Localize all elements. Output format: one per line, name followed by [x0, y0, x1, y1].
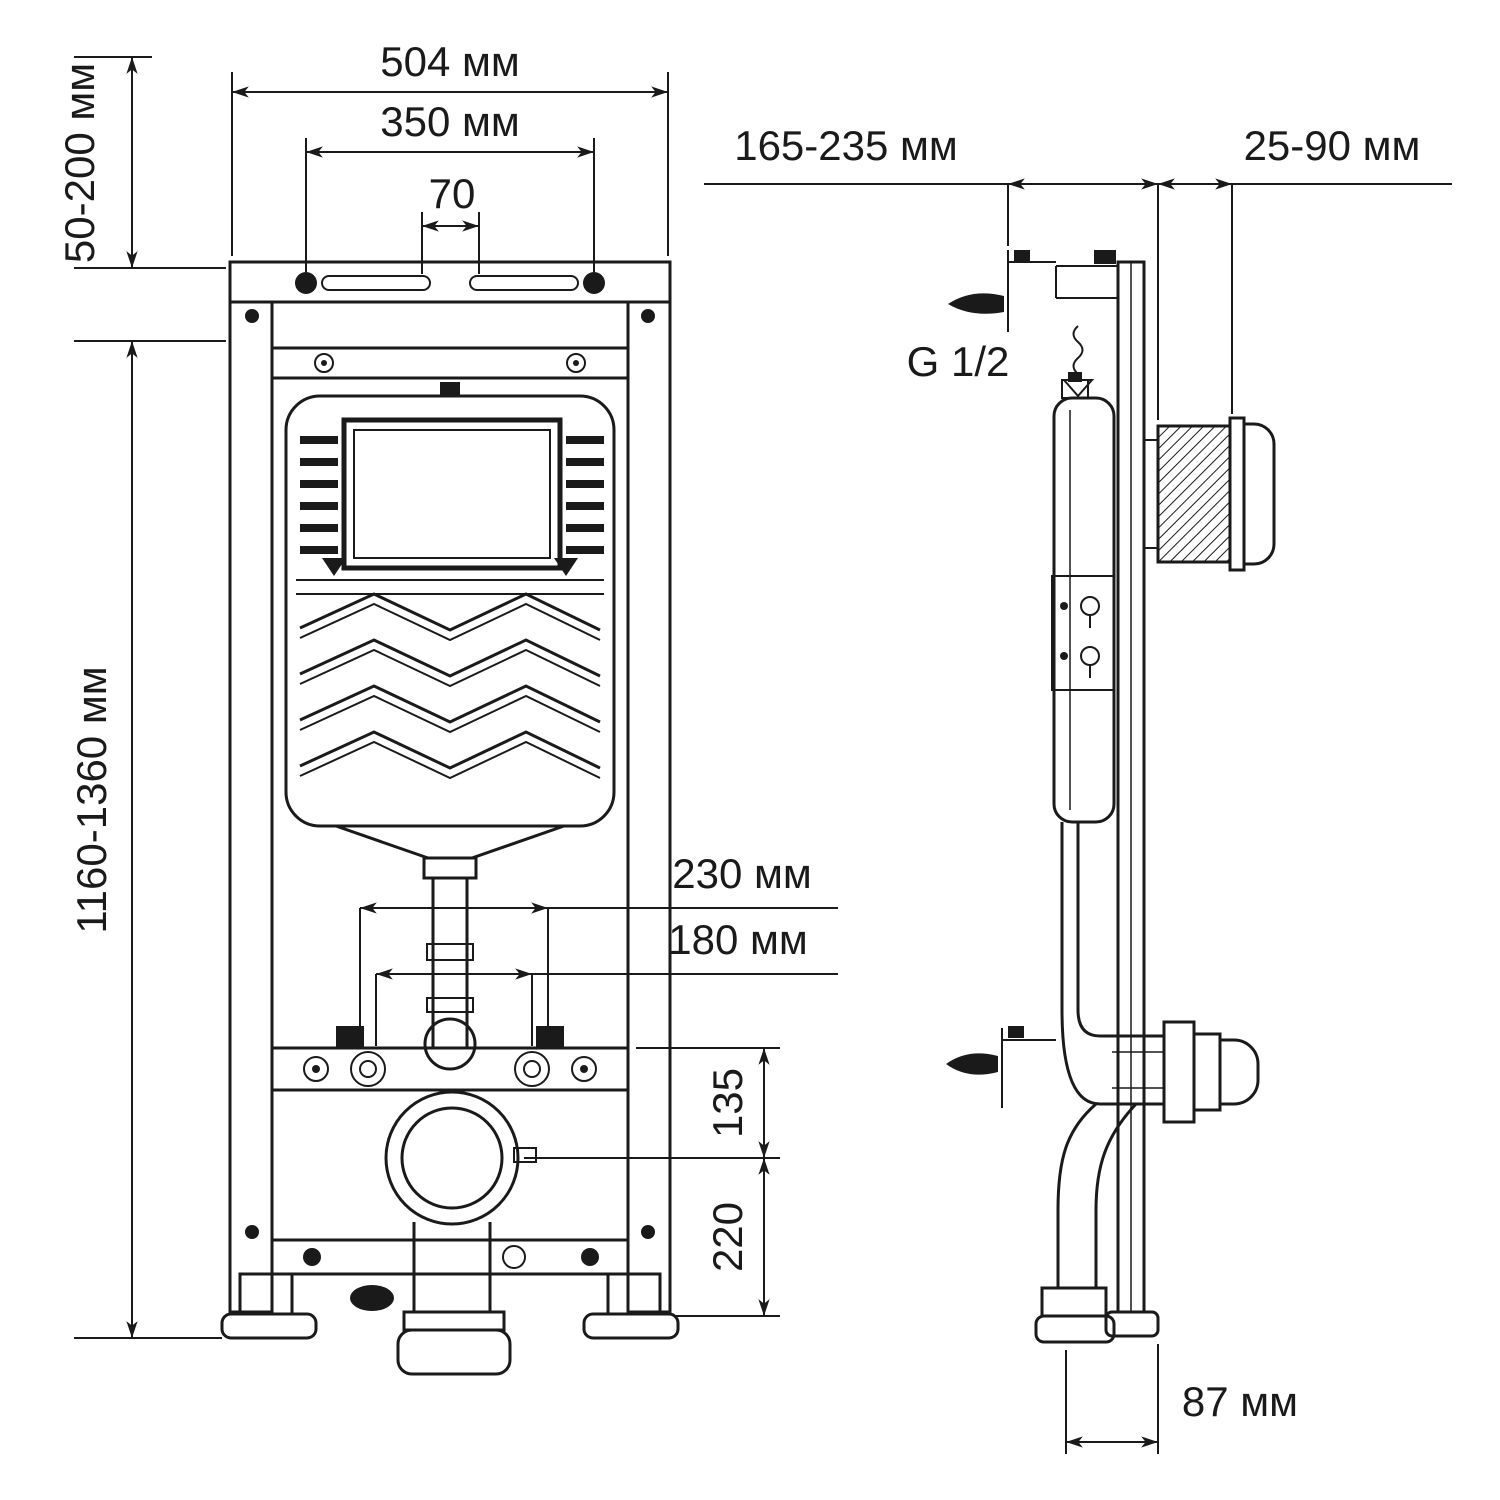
dim-label-165-235: 165-235 мм — [734, 122, 958, 169]
dim-label-135: 135 — [704, 1068, 751, 1138]
frame-feet — [220, 1272, 680, 1340]
dim-label-25-90: 25-90 мм — [1244, 122, 1421, 169]
frame-rails — [228, 300, 672, 1314]
dim-label-504: 504 мм — [380, 38, 520, 85]
dim-135: 135 — [524, 1047, 780, 1159]
elbow-pipe — [1056, 1102, 1097, 1288]
cistern-tank — [284, 382, 616, 860]
dim-label-87: 87 мм — [1182, 1378, 1298, 1425]
thread-label: G 1/2 — [907, 338, 1010, 385]
top-mounting-bar — [228, 260, 672, 323]
water-supply-valve-bottom — [946, 1026, 1056, 1108]
dim-label-1160-1360: 1160-1360 мм — [68, 666, 115, 933]
keyhole-bracket — [1051, 575, 1115, 691]
dim-504: 504 мм — [231, 38, 669, 256]
dim-label-70: 70 — [429, 170, 476, 217]
dim-180: 180 мм — [375, 916, 838, 1046]
dim-label-230: 230 мм — [672, 850, 812, 897]
dim-label-180: 180 мм — [668, 916, 808, 963]
access-panel — [341, 417, 563, 571]
dim-1160-1360: 1160-1360 мм — [68, 340, 226, 1339]
wave-pattern — [299, 592, 601, 780]
dim-87: 87 мм — [1065, 1344, 1298, 1454]
dim-25-90: 25-90 мм — [1158, 122, 1452, 414]
dim-165-235: 165-235 мм — [704, 122, 1159, 420]
triangle-mark-left — [322, 558, 346, 576]
louvres — [300, 436, 604, 554]
bottom-bar — [245, 1225, 655, 1311]
triangle-mark-right — [554, 558, 578, 576]
dim-70: 70 — [421, 170, 480, 274]
bottom-drain — [396, 1222, 512, 1376]
side-pipes — [1034, 822, 1260, 1344]
dim-350: 350 мм — [305, 98, 595, 272]
dim-label-350: 350 мм — [380, 98, 520, 145]
dim-label-220: 220 — [704, 1202, 751, 1272]
dim-220: 220 — [676, 1158, 780, 1317]
flush-button-housing — [1144, 416, 1276, 572]
dim-230: 230 мм — [359, 850, 838, 1046]
side-view: G 1/2 — [704, 122, 1452, 1454]
faucet-icon — [946, 1053, 998, 1075]
waste-outlet — [384, 1090, 537, 1226]
pipe-clamp — [423, 1017, 477, 1071]
frame-profile — [1055, 250, 1160, 1338]
outlet-cap — [1218, 1038, 1260, 1106]
water-supply-valve-top — [948, 250, 1056, 332]
mounting-bracket-bar — [270, 1026, 630, 1092]
front-view: 504 мм 350 мм 70 50-200 мм 1160-1360 мм — [56, 38, 838, 1376]
upper-crossbar — [270, 346, 630, 380]
dim-50-200: 50-200 мм — [56, 56, 226, 269]
dim-label-50-200: 50-200 мм — [56, 63, 103, 263]
faucet-icon — [948, 293, 1004, 314]
